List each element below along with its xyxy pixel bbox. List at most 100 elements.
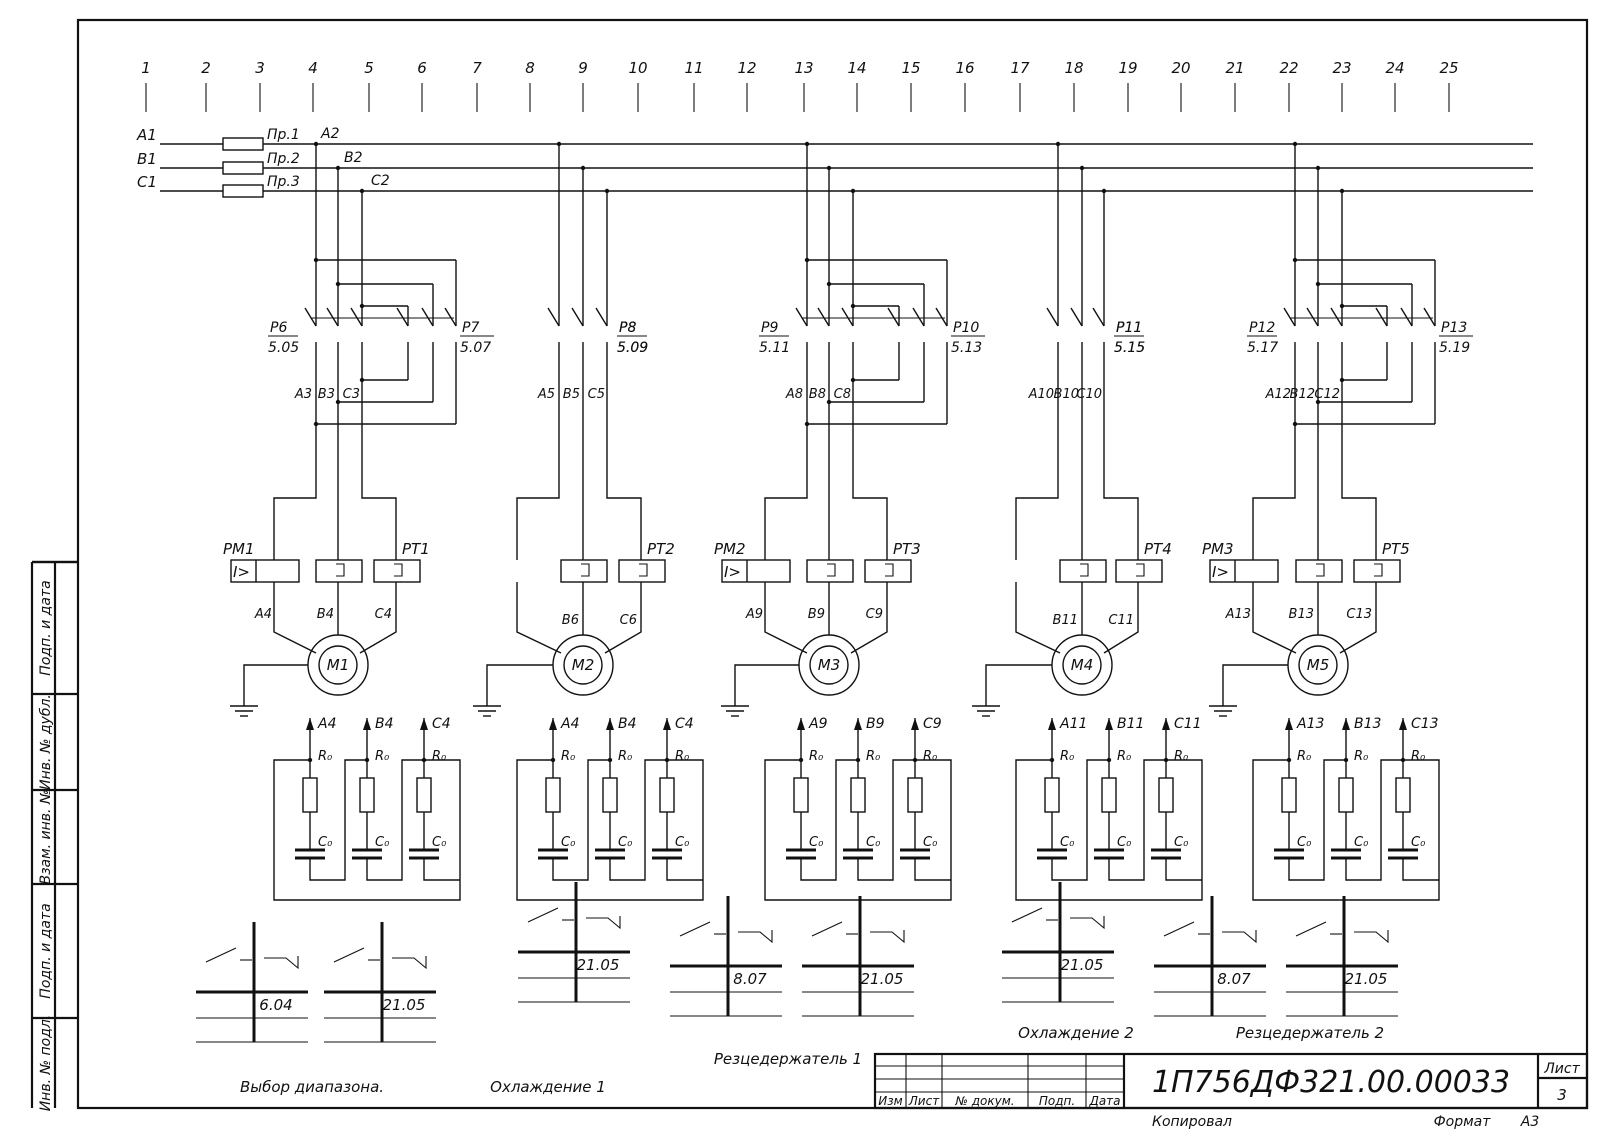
contactor-label: Р12 xyxy=(1249,320,1275,336)
wire-label: В11 xyxy=(1053,613,1078,628)
nc-contact xyxy=(586,916,621,930)
phase-label: A1 xyxy=(136,126,157,144)
junction-dot xyxy=(1339,377,1345,383)
contact-blade xyxy=(421,307,434,327)
wire xyxy=(273,759,461,901)
tap-label: C2 xyxy=(371,173,390,189)
wire xyxy=(1252,759,1440,901)
column-2: 2 xyxy=(201,59,211,112)
fuse-label: Пр.2 xyxy=(267,151,300,167)
arrow xyxy=(1162,718,1170,730)
resistor-label: R₀ xyxy=(318,749,333,764)
capacitor-label: C₀ xyxy=(1411,835,1426,850)
tap-label: A2 xyxy=(320,126,340,142)
thermal-symbol xyxy=(581,563,590,577)
column-number: 7 xyxy=(472,59,482,77)
copied-label: Копировал xyxy=(1152,1114,1232,1130)
column-23: 23 xyxy=(1332,59,1352,112)
motor-inner xyxy=(1062,645,1102,685)
relay-symbol: I> xyxy=(1212,563,1229,581)
no-contact xyxy=(333,947,365,963)
column-number: 4 xyxy=(308,59,318,77)
phase-label: С13 xyxy=(1411,716,1439,732)
wire xyxy=(1015,759,1203,901)
ground-symbol xyxy=(721,664,799,717)
thermal-symbol xyxy=(336,563,345,577)
tap-label: B2 xyxy=(344,150,363,166)
wire-label: В5 xyxy=(563,387,580,402)
contact-blade xyxy=(912,307,925,327)
nc-contact xyxy=(1354,930,1389,944)
wire-label: С9 xyxy=(866,607,883,622)
wire-label: С3 xyxy=(343,387,360,402)
relay-label: РМ2 xyxy=(714,540,746,558)
title-header: Дата xyxy=(1088,1094,1120,1108)
column-12: 12 xyxy=(737,59,757,112)
wire xyxy=(1015,582,1061,654)
wire xyxy=(609,759,667,881)
fuse xyxy=(222,137,264,151)
resistor-label: R₀ xyxy=(1411,749,1426,764)
arrow xyxy=(1048,718,1056,730)
resistor-label: R₀ xyxy=(375,749,390,764)
column-21: 21 xyxy=(1225,59,1245,112)
wire-label: С4 xyxy=(375,607,392,622)
column-10: 10 xyxy=(628,59,648,112)
relay-label: РМ1 xyxy=(223,540,255,558)
wire-label: С6 xyxy=(620,613,637,628)
thermal-relay-c xyxy=(373,559,421,583)
contact-table: 21.05 xyxy=(518,882,630,1003)
column-number: 24 xyxy=(1385,59,1404,77)
resistor-label: R₀ xyxy=(1060,749,1075,764)
contactor-code: 5.07 xyxy=(460,340,491,356)
wire xyxy=(1402,858,1439,881)
wire-label: А4 xyxy=(254,607,272,622)
column-number: 19 xyxy=(1118,59,1137,77)
wire xyxy=(852,455,888,560)
stamp-label: Подп. и дата xyxy=(38,580,54,675)
column-number: 5 xyxy=(364,59,374,77)
contactor-label: Р7 xyxy=(462,320,479,336)
contact-blade xyxy=(396,307,409,327)
motor-М3: М3 xyxy=(798,634,860,696)
no-contact xyxy=(205,947,237,963)
contactor-code: 5.09 xyxy=(617,340,648,356)
phase-label: С11 xyxy=(1174,716,1202,732)
column-number: 23 xyxy=(1332,59,1351,77)
resistor xyxy=(907,777,923,813)
drawing-designation: 1П756ДФ321.00.00033 xyxy=(1152,1065,1510,1100)
wire xyxy=(1222,664,1288,706)
motor-label: М1 xyxy=(327,656,350,674)
motor-М4: М4 xyxy=(1051,634,1113,696)
wire xyxy=(1051,759,1109,881)
title-header: Подп. xyxy=(1039,1094,1075,1108)
resistor xyxy=(602,777,618,813)
resistor-label: R₀ xyxy=(809,749,824,764)
contact-ref: 6.04 xyxy=(259,996,292,1014)
wire xyxy=(1345,759,1403,881)
relay-element xyxy=(373,559,421,583)
wire xyxy=(309,759,367,881)
capacitor-label: C₀ xyxy=(866,835,881,850)
column-6: 6 xyxy=(417,59,427,112)
wire xyxy=(604,582,642,654)
phase-label: В11 xyxy=(1117,716,1144,732)
column-number: 10 xyxy=(628,59,647,77)
relay-label: РТ4 xyxy=(1144,540,1172,558)
wire-label: В4 xyxy=(317,607,334,622)
resistor xyxy=(545,777,561,813)
contactor-code: 5.05 xyxy=(268,340,299,356)
wire-label: С5 xyxy=(588,387,605,402)
phase-label: С4 xyxy=(432,716,451,732)
junction-dot xyxy=(1315,399,1321,405)
contactor-code: 5.13 xyxy=(951,340,982,356)
resistor xyxy=(1281,777,1297,813)
resistor-label: R₀ xyxy=(1354,749,1369,764)
